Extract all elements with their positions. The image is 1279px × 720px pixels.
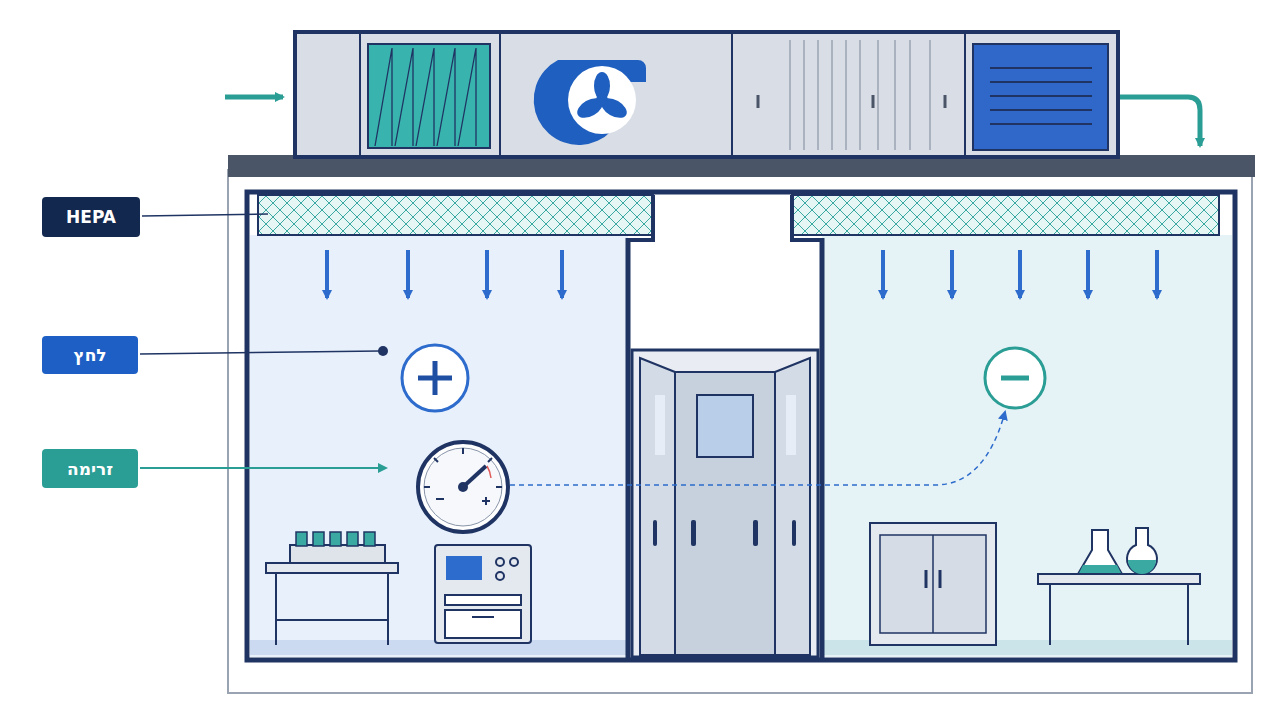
lab-machine	[435, 545, 531, 643]
room-frame	[247, 192, 1235, 660]
callout-tag: לחץ	[42, 336, 138, 374]
lab-table	[266, 532, 398, 645]
positive-pressure-symbol	[402, 345, 468, 411]
airflow-arrows	[327, 250, 1157, 298]
cabinet	[870, 523, 996, 645]
hepa-filter	[792, 195, 1219, 235]
negative-room	[822, 235, 1232, 657]
building-frame	[228, 170, 1252, 693]
lab-table	[1038, 528, 1200, 645]
positive-room	[250, 235, 628, 657]
negative-pressure-symbol	[985, 348, 1045, 408]
callout-label: זרימה	[67, 459, 113, 479]
pressure-gauge	[418, 442, 508, 532]
pressure-flow-line	[510, 412, 1005, 485]
callout-label: HEPA	[66, 207, 116, 227]
callout-tag: זרימה	[42, 449, 138, 488]
air-handling-unit	[295, 32, 1118, 157]
callout-label: לחץ	[73, 345, 106, 365]
hepa-filter	[258, 195, 653, 235]
airlock-door	[632, 350, 818, 657]
callout-tag: HEPA	[42, 197, 140, 237]
